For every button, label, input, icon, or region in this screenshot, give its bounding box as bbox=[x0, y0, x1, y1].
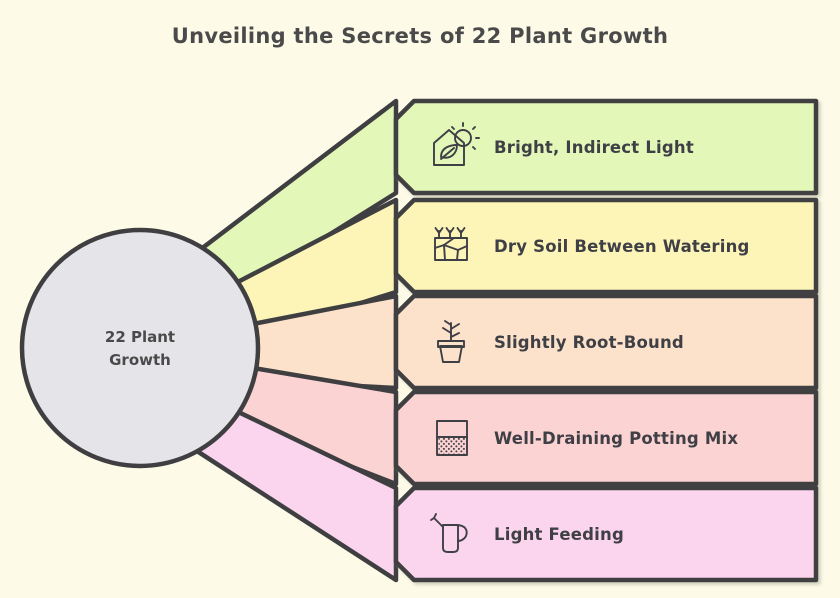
branch-2[interactable]: Dry Soil Between Watering bbox=[235, 197, 819, 338]
soil-container-icon bbox=[436, 420, 468, 456]
watering-can-icon bbox=[430, 513, 468, 553]
branch-label-2: Dry Soil Between Watering bbox=[494, 237, 750, 256]
branch-band-3 bbox=[393, 293, 819, 391]
branch-band-5 bbox=[393, 485, 819, 583]
branch-band-4 bbox=[393, 389, 819, 487]
greenhouse-sun-icon bbox=[433, 122, 480, 166]
branch-1[interactable]: Bright, Indirect Light bbox=[200, 98, 819, 292]
central-hub[interactable]: 22 Plant Growth bbox=[19, 227, 261, 469]
hub-circle bbox=[19, 227, 261, 469]
branch-band-2 bbox=[393, 197, 819, 295]
branch-band-1 bbox=[393, 98, 819, 196]
hub-label-line2: Growth bbox=[109, 351, 171, 369]
branch-5[interactable]: Light Feeding bbox=[194, 410, 819, 583]
cracked-soil-icon bbox=[434, 227, 468, 261]
branch-label-3: Slightly Root-Bound bbox=[494, 333, 684, 352]
branch-label-5: Light Feeding bbox=[494, 525, 624, 544]
branch-3[interactable]: Slightly Root-Bound bbox=[248, 293, 819, 391]
page-title: Unveiling the Secrets of 22 Plant Growth bbox=[172, 24, 669, 48]
potted-plant-icon bbox=[437, 320, 465, 363]
branch-label-1: Bright, Indirect Light bbox=[494, 138, 694, 157]
branch-label-4: Well-Draining Potting Mix bbox=[494, 429, 738, 448]
hub-label-line1: 22 Plant bbox=[105, 328, 175, 346]
branch-4[interactable]: Well-Draining Potting Mix bbox=[230, 366, 819, 487]
